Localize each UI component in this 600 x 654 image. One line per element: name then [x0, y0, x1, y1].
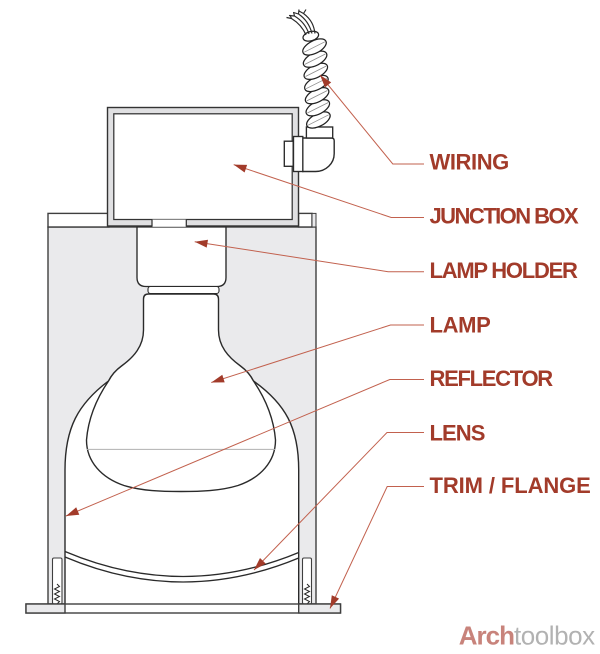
svg-text:WIRING: WIRING: [430, 150, 509, 175]
svg-text:JUNCTION BOX: JUNCTION BOX: [430, 204, 580, 229]
svg-text:Archtoolbox: Archtoolbox: [459, 621, 595, 651]
svg-text:LAMP: LAMP: [430, 313, 491, 338]
svg-text:REFLECTOR: REFLECTOR: [430, 366, 554, 391]
svg-text:TRIM / FLANGE: TRIM / FLANGE: [430, 473, 591, 498]
svg-text:LAMP HOLDER: LAMP HOLDER: [430, 258, 579, 283]
svg-text:LENS: LENS: [430, 421, 485, 446]
